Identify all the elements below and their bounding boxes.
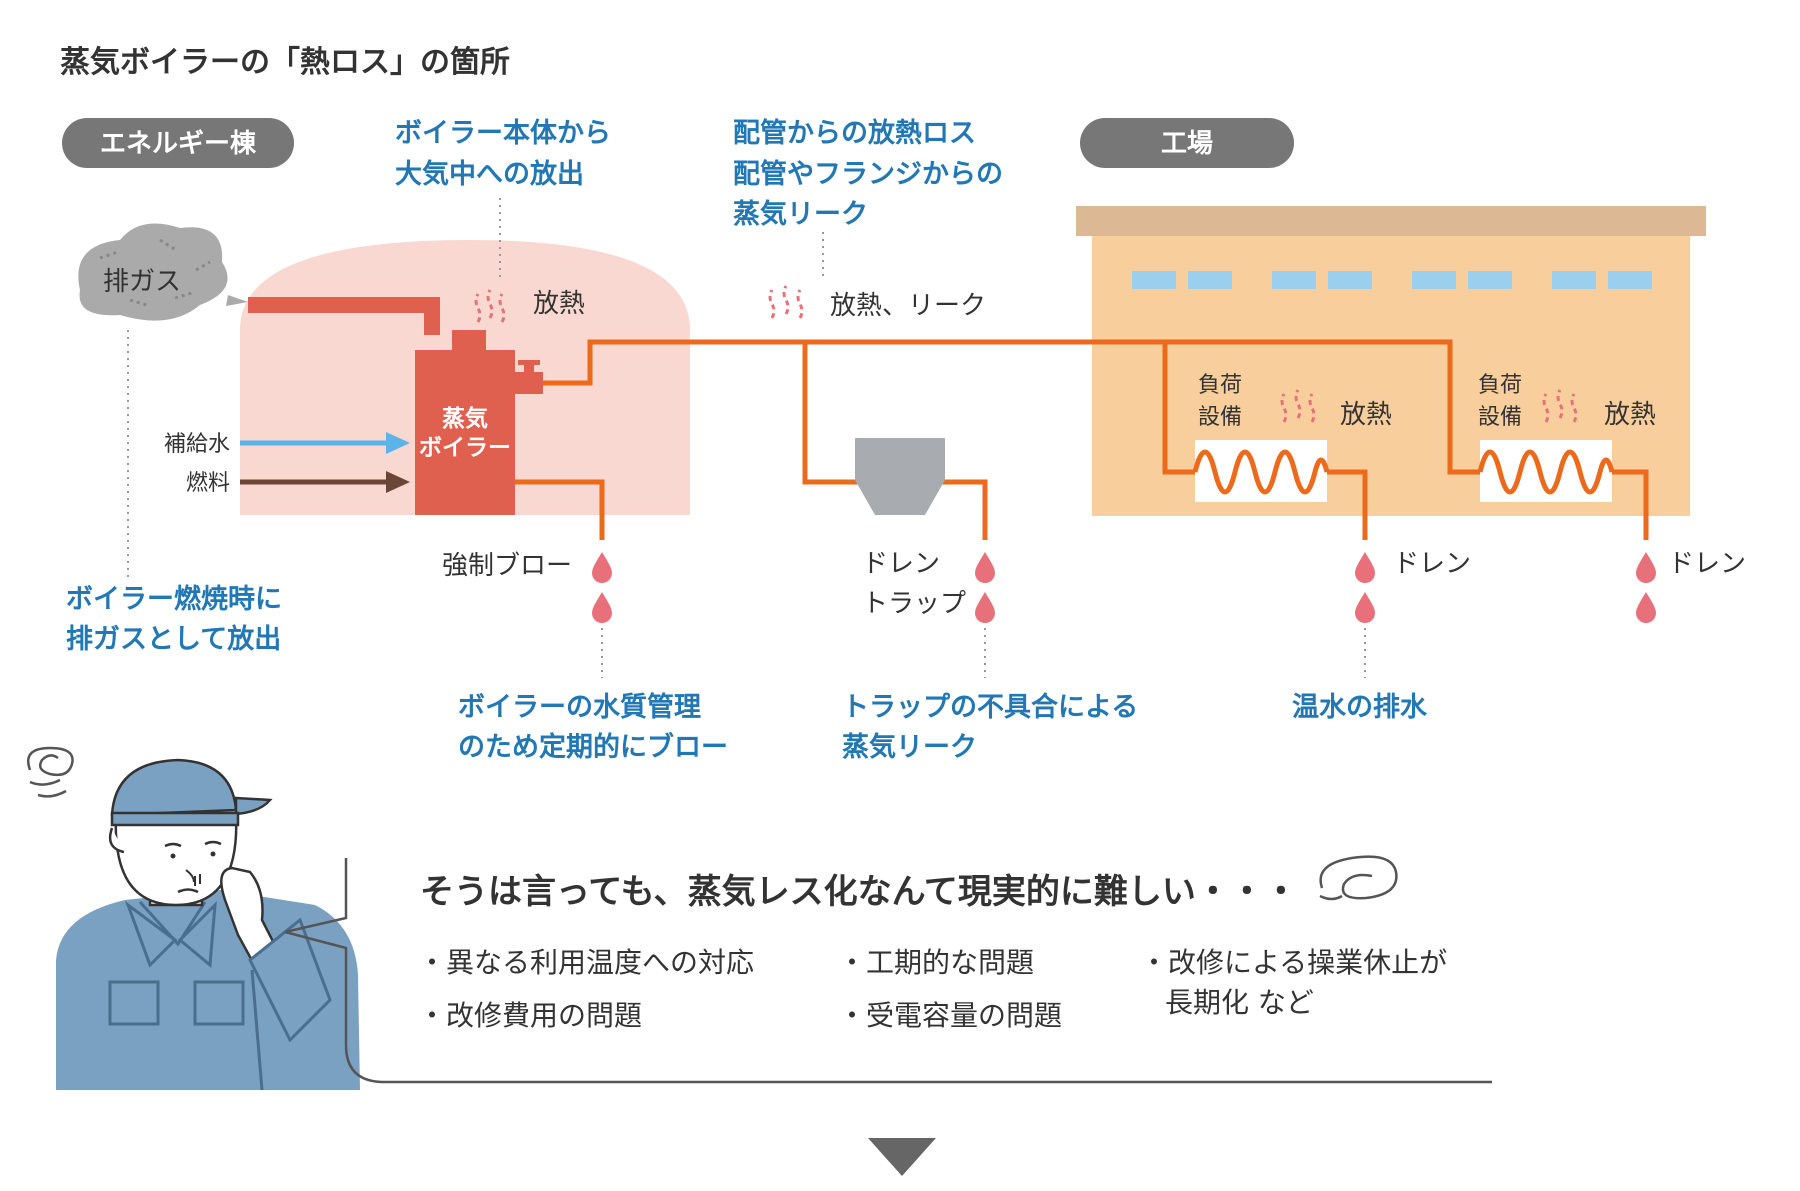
boiler-label-2: ボイラー [419,435,511,461]
speech-item-1: ・異なる利用温度への対応 [418,946,754,979]
boiler-heat-label: 放熱 [533,289,585,319]
load2-heat-label: 放熱 [1604,400,1656,430]
load2-drain-label: ドレン [1668,549,1746,579]
speech-headline: そうは言っても、蒸気レス化なんて現実的に難しい・・・ [420,872,1298,912]
piping-note-1: 配管からの放熱ロス [733,117,976,149]
page-title: 蒸気ボイラーの「熱ロス」の箇所 [60,45,510,80]
blow-note-2: のため定期的にブロー [458,731,728,763]
speech-item-5: ・改修による操業休止が [1140,946,1447,979]
load-equipment-1 [1192,440,1330,502]
factory-label: 工場 [1161,129,1213,159]
blow-drops-icon [592,552,612,623]
makeup-water-arrow [240,432,410,454]
leader-lines [127,198,1366,678]
fuel-arrow [240,471,410,493]
blow-note-1: ボイラーの水質管理 [458,692,701,723]
speech-item-4: ・受電容量の問題 [838,999,1062,1032]
load1-drain-label: ドレン [1393,549,1471,579]
boiler-body-note-2: 大気中への放出 [395,158,584,190]
energy-building-pill: エネルギー棟 [62,118,294,168]
trap-drops-icon [975,552,995,623]
makeup-water-label: 補給水 [164,432,230,457]
pipe-heat-leak-label: 放熱、リーク [830,291,986,321]
exhaust-note-1: ボイラー燃焼時に [66,584,282,615]
load-equipment-2 [1477,440,1615,502]
speech-item-6: 長期化 など [1165,986,1314,1019]
drain-trap [855,438,945,515]
exhaust-note-2: 排ガスとして放出 [66,623,281,655]
drain-trap-label-1: ドレン [862,549,940,579]
drain-trap-label-2: トラップ [862,589,966,619]
worry-scribble-icon [27,746,74,798]
piping-note-3: 蒸気リーク [733,198,868,230]
trap-note-1: トラップの不具合による [842,691,1138,723]
speech-bubble-outline [284,858,1492,1084]
pipe-heat-icon [768,284,804,320]
factory-windows [1132,271,1652,289]
worker-illustration [27,746,360,1091]
factory-roof [1076,206,1706,236]
load1-label-1: 負荷 [1198,373,1242,398]
boiler-body-note-1: ボイラー本体から [395,118,611,149]
hot-water-note: 温水の排水 [1292,692,1428,723]
boiler-label-1: 蒸気 [442,405,488,432]
sigh-scribble-icon [1319,855,1398,901]
speech-item-2: ・改修費用の問題 [418,999,642,1032]
load2-drops-icon [1636,552,1656,623]
load1-drops-icon [1355,552,1375,623]
forced-blow-label: 強制ブロー [442,551,572,581]
load1-heat-label: 放熱 [1340,400,1392,430]
exhaust-cloud-icon: 排ガス [78,223,248,321]
piping-note-2: 配管やフランジからの [733,159,1003,190]
speech-item-3: ・工期的な問題 [838,946,1034,979]
exhaust-cloud-label: 排ガス [103,267,181,297]
trap-note-2: 蒸気リーク [842,731,977,763]
energy-building-label: エネルギー棟 [100,129,257,159]
exhaust-chimney [248,297,440,335]
steam-boiler: 蒸気 ボイラー [415,330,543,515]
load2-label-2: 設備 [1478,405,1522,430]
load2-label-1: 負荷 [1478,373,1522,398]
down-arrow-icon [868,1138,936,1176]
factory-pill: 工場 [1080,118,1294,168]
fuel-label: 燃料 [186,471,230,496]
load1-label-2: 設備 [1198,405,1242,430]
